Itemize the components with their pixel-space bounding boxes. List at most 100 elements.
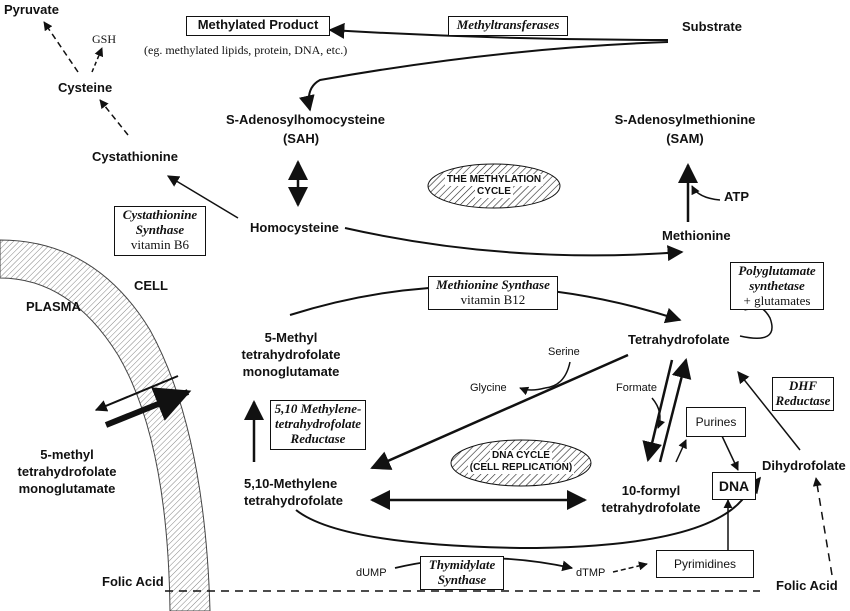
methylated-product-label: Methylated Product <box>197 17 319 32</box>
arrow-formate <box>651 397 666 429</box>
polyglutamate-extra: + glutamates <box>743 293 811 308</box>
thymidylate-line2: Synthase <box>437 572 487 587</box>
mthfr-line3: Reductase <box>290 431 346 446</box>
cystathionine-synthase-box: Cystathionine Synthase vitamin B6 <box>114 206 206 256</box>
serine-label: Serine <box>548 346 580 358</box>
arrow-dtmp-to-pyrimidines <box>612 561 648 573</box>
mthf-mono-line3: monoglutamate <box>242 364 340 379</box>
pyrimidines-label: Pyrimidines <box>673 557 736 571</box>
arrow-cysteine-to-pyruvate <box>43 21 79 73</box>
mthfr-line2: tetrahydrofolate <box>275 416 361 431</box>
folic-acid-right-label: Folic Acid <box>776 578 838 593</box>
dna-cycle-label: DNA CYCLE (CELL REPLICATION) <box>462 450 580 474</box>
arrow-dhf-to-thf <box>737 371 801 451</box>
methionine-synthase-box: Methionine Synthase vitamin B12 <box>428 276 558 310</box>
arrow-transport-out <box>94 375 179 412</box>
arrow-glycine <box>519 386 546 396</box>
glycine-label: Glycine <box>470 382 507 394</box>
arrow-formyl-to-thf <box>658 358 692 463</box>
sam-line2: (SAM) <box>666 131 704 146</box>
homocysteine-label: Homocysteine <box>250 220 339 235</box>
plasma-label: PLASMA <box>26 299 81 314</box>
methylated-product-box: Methylated Product <box>186 16 330 36</box>
polyglutamate-line2: synthetase <box>749 278 805 293</box>
mthf-mono-line2: tetrahydrofolate <box>241 347 341 362</box>
formyl-thf-label: 10-formyl tetrahydrofolate <box>592 483 710 515</box>
methionine-synthase-cofactor: vitamin B12 <box>460 292 526 307</box>
plasma-mthf-line3: monoglutamate <box>18 481 116 496</box>
sam-label: S-Adenosylmethionine (SAM) <box>610 112 760 146</box>
pyrimidines-box: Pyrimidines <box>656 550 754 578</box>
methyltransferases-box: Methyltransferases <box>448 16 568 36</box>
arrow-cysteine-to-gsh <box>91 47 104 73</box>
formyl-thf-line2: tetrahydrofolate <box>601 500 701 515</box>
dtmp-label: dTMP <box>576 567 606 579</box>
arrow-formyl-to-purines <box>675 439 687 463</box>
dna-cycle-line1: DNA CYCLE <box>490 450 552 462</box>
methionine-synthase-label: Methionine Synthase <box>436 277 550 292</box>
sah-line2: (SAH) <box>282 131 320 146</box>
plasma-mthf-label: 5-methyl tetrahydrofolate monoglutamate <box>2 447 132 496</box>
arrow-homocysteine-to-methionine <box>344 227 684 262</box>
arrow-atp <box>691 185 721 201</box>
arrow-cystathionine-to-cysteine <box>99 99 129 136</box>
dna-box: DNA <box>712 472 756 500</box>
arrow-polyglutamate-loop <box>739 301 773 339</box>
folic-acid-left-label: Folic Acid <box>102 574 164 589</box>
cystathionine-synthase-line2: Synthase <box>135 222 185 237</box>
arrow-thf-to-formyl <box>642 359 674 462</box>
atp-label: ATP <box>724 189 750 204</box>
dhf-line2: Reductase <box>775 393 831 408</box>
methylene-thf-line1: 5,10-Methylene <box>244 476 338 491</box>
cystathionine-synthase-cofactor: vitamin B6 <box>130 237 190 252</box>
methyltransferases-label: Methyltransferases <box>456 17 560 32</box>
mthf-mono-label: 5-Methyl tetrahydrofolate monoglutamate <box>232 330 350 379</box>
dna-label: DNA <box>718 478 750 494</box>
dna-cycle-line2: (CELL REPLICATION) <box>467 462 575 474</box>
methylation-cycle-line2: CYCLE <box>475 186 513 198</box>
purines-box: Purines <box>686 407 746 437</box>
sah-line1: S-Adenosylhomocysteine <box>226 112 385 127</box>
arrow-sam-to-methylated <box>328 22 669 41</box>
cysteine-label: Cysteine <box>58 80 113 95</box>
methylated-product-examples: (eg. methylated lipids, protein, DNA, et… <box>144 43 348 57</box>
plasma-mthf-line2: tetrahydrofolate <box>17 464 117 479</box>
substrate-label: Substrate <box>682 19 742 34</box>
thymidylate-synthase-box: Thymidylate Synthase <box>420 556 504 590</box>
methylation-cycle-line1: THE METHYLATION <box>444 174 544 186</box>
arrow-serine <box>544 361 571 389</box>
mthf-mono-line1: 5-Methyl <box>264 330 318 345</box>
purines-label: Purines <box>695 415 737 429</box>
plasma-mthf-line1: 5-methyl <box>40 447 94 462</box>
thymidylate-line1: Thymidylate <box>428 557 496 572</box>
methylene-thf-label: 5,10-Methylene tetrahydrofolate <box>244 476 343 508</box>
arrow-thf-to-methylene <box>370 353 629 470</box>
formyl-thf-line1: 10-formyl <box>621 483 681 498</box>
arrow-homocysteine-to-cystathionine <box>166 175 239 219</box>
dihydrofolate-label: Dihydrofolate <box>762 458 846 473</box>
cell-label: CELL <box>134 278 168 293</box>
dhf-reductase-box: DHF Reductase <box>772 377 834 411</box>
sam-line1: S-Adenosylmethionine <box>614 112 756 127</box>
mthfr-line1: 5,10 Methylene- <box>274 401 362 416</box>
sah-label: S-Adenosylhomocysteine (SAH) <box>226 112 385 146</box>
methylene-thf-line2: tetrahydrofolate <box>244 493 343 508</box>
arrow-folic-to-dhf <box>812 477 833 576</box>
methionine-label: Methionine <box>662 228 731 243</box>
dump-label: dUMP <box>356 567 387 579</box>
dhf-line1: DHF <box>788 378 818 393</box>
cystathionine-synthase-line1: Cystathionine <box>122 207 198 222</box>
cell-membrane <box>0 239 211 611</box>
cystathionine-label: Cystathionine <box>92 149 178 164</box>
methylation-cycle-label: THE METHYLATION CYCLE <box>440 174 548 198</box>
formate-label: Formate <box>616 382 657 394</box>
arrow-transport-in <box>104 387 192 428</box>
gsh-label: GSH <box>92 32 117 46</box>
arrow-sam-to-sah <box>299 41 669 112</box>
arrow-purines-to-dna <box>721 435 739 471</box>
polyglutamate-line1: Polyglutamate <box>738 263 816 278</box>
polyglutamate-synthetase-box: Polyglutamate synthetase + glutamates <box>730 262 824 310</box>
tetrahydrofolate-label: Tetrahydrofolate <box>628 332 730 347</box>
